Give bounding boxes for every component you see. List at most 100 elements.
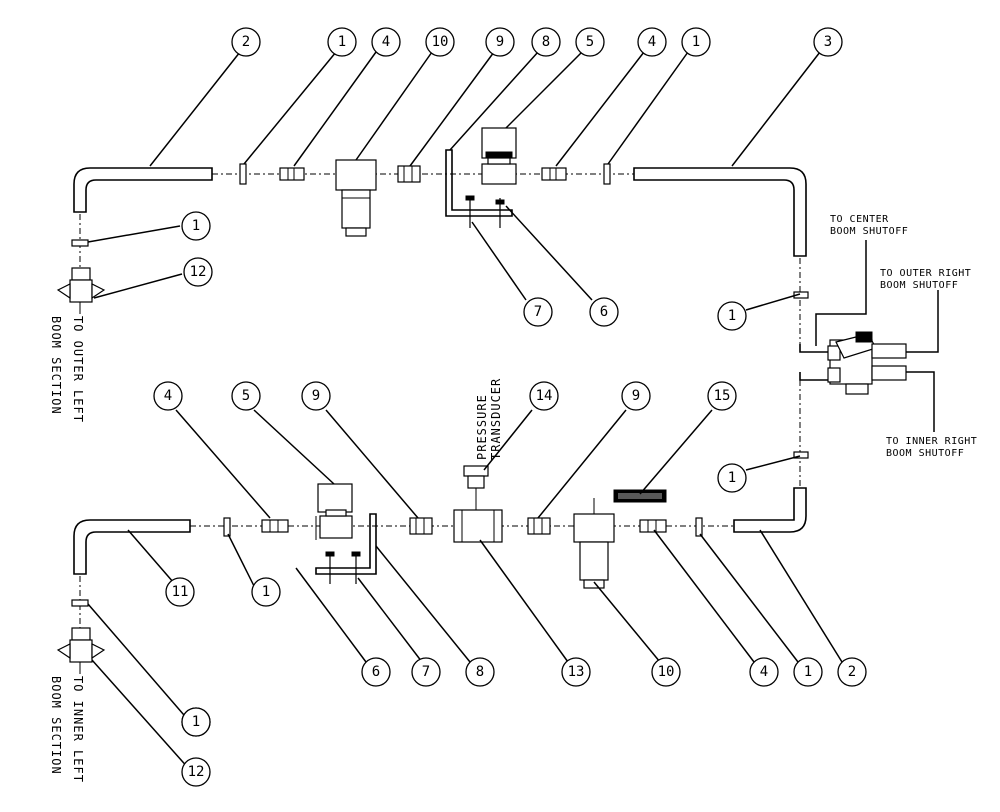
svg-text:14: 14: [536, 388, 553, 404]
balloon: 6: [361, 657, 391, 687]
fitting-4-top-a: [279, 167, 305, 181]
balloon: 10: [651, 657, 681, 687]
svg-text:5: 5: [586, 34, 594, 50]
svg-text:1: 1: [192, 218, 200, 234]
svg-text:4: 4: [760, 664, 768, 680]
coupling-12-bottom: [56, 627, 106, 663]
balloon: 12: [183, 257, 213, 287]
clamp-1-top-b: [603, 163, 611, 185]
clamp-1-right-bottom: [793, 451, 809, 459]
screw-7-bottom: [351, 551, 361, 584]
part-balloons: 2 1 4 10 9 8 5 4 1 3 1 12 7 6 1 1 4 5 9 …: [153, 27, 867, 787]
balloon: 8: [465, 657, 495, 687]
svg-text:8: 8: [542, 34, 550, 50]
svg-text:7: 7: [534, 304, 542, 320]
svg-text:9: 9: [632, 388, 640, 404]
balloon: 1: [717, 463, 747, 493]
svg-text:2: 2: [242, 34, 250, 50]
coupling-12-top: [56, 267, 106, 303]
bottom-hose-assembly: [56, 451, 809, 663]
balloon: 5: [575, 27, 605, 57]
balloon: 6: [589, 297, 619, 327]
boom-shutoff-manifold: [799, 240, 939, 452]
svg-text:1: 1: [728, 470, 736, 486]
balloon: 10: [425, 27, 455, 57]
balloon: 12: [181, 757, 211, 787]
fitting-9-bottom-a: [409, 517, 433, 535]
svg-text:BOOM SHUTOFF: BOOM SHUTOFF: [880, 280, 958, 291]
balloon: 8: [531, 27, 561, 57]
fitting-4-bottom-b: [639, 519, 667, 533]
balloon: 11: [165, 577, 195, 607]
balloon: 1: [327, 27, 357, 57]
svg-text:10: 10: [658, 664, 675, 680]
balloon: 9: [301, 381, 331, 411]
svg-text:10: 10: [432, 34, 449, 50]
balloon: 13: [561, 657, 591, 687]
valve-5-bottom: [315, 483, 353, 540]
tee-13: [453, 509, 503, 543]
balloon: 7: [411, 657, 441, 687]
fitting-9-bottom-b: [527, 517, 551, 535]
svg-text:1: 1: [728, 308, 736, 324]
svg-text:13: 13: [568, 664, 585, 680]
hose-3-top-right: [633, 167, 807, 257]
svg-text:4: 4: [382, 34, 390, 50]
svg-text:8: 8: [476, 664, 484, 680]
svg-text:1: 1: [338, 34, 346, 50]
svg-text:7: 7: [422, 664, 430, 680]
svg-text:3: 3: [824, 34, 832, 50]
svg-text:6: 6: [600, 304, 608, 320]
svg-text:1: 1: [804, 664, 812, 680]
balloon: 3: [813, 27, 843, 57]
svg-text:6: 6: [372, 664, 380, 680]
note-center-shutoff: TO CENTER: [830, 214, 889, 225]
clamp-1-bottom-a: [223, 517, 231, 537]
svg-text:9: 9: [312, 388, 320, 404]
balloon: 9: [621, 381, 651, 411]
balloon: 1: [793, 657, 823, 687]
top-hose-assembly: [56, 127, 809, 344]
svg-text:12: 12: [188, 764, 205, 780]
hose-2-bottom-right: [733, 487, 807, 533]
svg-text:BOOM SHUTOFF: BOOM SHUTOFF: [886, 448, 964, 459]
svg-text:1: 1: [192, 714, 200, 730]
note-inner-right: TO INNER RIGHT: [886, 436, 977, 447]
svg-text:15: 15: [714, 388, 731, 404]
balloon: 1: [681, 27, 711, 57]
strainer-10-bottom: [573, 498, 615, 589]
note-inner-left: TO INNER LEFT: [71, 676, 85, 783]
svg-text:9: 9: [496, 34, 504, 50]
balloon: 2: [837, 657, 867, 687]
leader-lines: [87, 51, 843, 771]
balloon: 4: [637, 27, 667, 57]
svg-text:2: 2: [848, 664, 856, 680]
svg-text:1: 1: [262, 584, 270, 600]
svg-text:11: 11: [172, 584, 189, 600]
clamp-1-top-a: [239, 163, 247, 185]
svg-text:BOOM SHUTOFF: BOOM SHUTOFF: [830, 226, 908, 237]
balloon: 1: [181, 707, 211, 737]
screw-6-top: [495, 198, 505, 228]
note-pressure-transducer: PRESSURE: [475, 394, 489, 460]
balloon: 4: [749, 657, 779, 687]
fitting-9-top: [397, 165, 421, 183]
balloon: 1: [181, 211, 211, 241]
annotation-notes: TO CENTER BOOM SHUTOFF TO OUTER RIGHT BO…: [49, 214, 977, 783]
transducer-14: [463, 465, 489, 510]
fitting-4-bottom-a: [261, 519, 289, 533]
hose-11-bottom-left: [73, 519, 191, 575]
screw-6-bottom: [325, 551, 335, 584]
svg-text:BOOM SECTION: BOOM SECTION: [49, 676, 63, 775]
balloon: 1: [251, 577, 281, 607]
svg-text:12: 12: [190, 264, 207, 280]
clamp-1-left-top: [71, 239, 89, 247]
svg-text:4: 4: [648, 34, 656, 50]
balloon: 5: [231, 381, 261, 411]
svg-text:BOOM SECTION: BOOM SECTION: [49, 316, 63, 415]
balloon: 9: [485, 27, 515, 57]
balloon: 7: [523, 297, 553, 327]
strainer-10-top: [335, 159, 377, 237]
svg-text:1: 1: [692, 34, 700, 50]
